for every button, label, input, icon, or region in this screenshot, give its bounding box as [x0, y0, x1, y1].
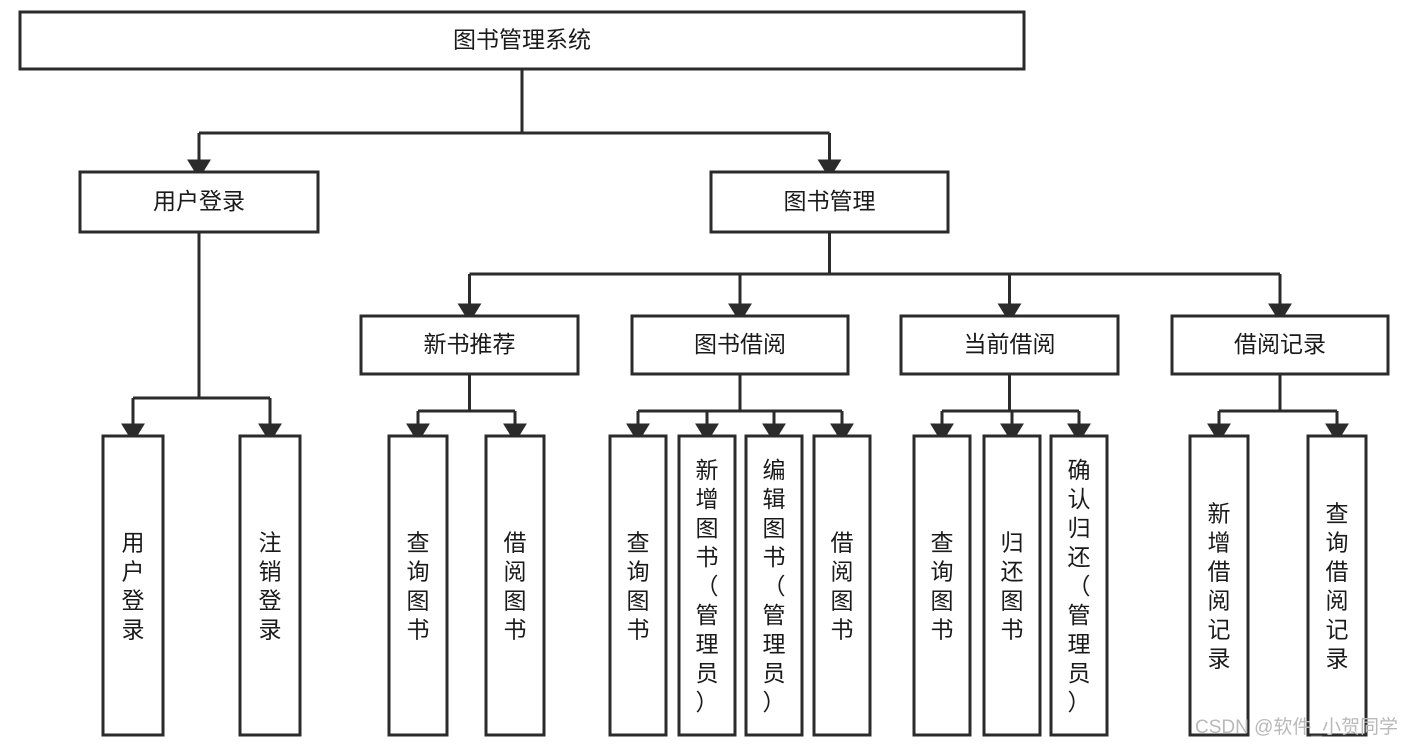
node-box[interactable]: [1306, 434, 1368, 737]
node-box[interactable]: [608, 434, 668, 737]
node-label: 归还图书: [1001, 530, 1024, 643]
node-box[interactable]: [1188, 434, 1250, 737]
node-leaf-2[interactable]: 查询图书: [387, 434, 449, 737]
csdn-watermark: CSDN @软件_小贺同学: [1195, 716, 1398, 738]
node-box[interactable]: [1049, 434, 1109, 737]
node-label: 查询图书: [931, 530, 954, 643]
node-root-0[interactable]: 图书管理系统: [18, 10, 1026, 71]
node-box[interactable]: [630, 314, 850, 376]
node-label: 编辑图书（管理员）: [763, 457, 786, 715]
node-label: 注销登录: [259, 530, 282, 643]
node-box[interactable]: [101, 434, 165, 737]
node-label: 新书推荐: [424, 331, 516, 357]
node-label: 查询图书: [407, 530, 430, 643]
node-l3-1[interactable]: 图书借阅: [630, 314, 850, 376]
node-box[interactable]: [1170, 314, 1390, 376]
node-box[interactable]: [359, 314, 580, 376]
node-box[interactable]: [387, 434, 449, 737]
node-leaf-3[interactable]: 借阅图书: [484, 434, 546, 737]
node-leaf-7[interactable]: 借阅图书: [812, 434, 872, 737]
node-label: 图书借阅: [694, 331, 786, 357]
node-label: 用户登录: [122, 530, 145, 643]
node-label: 查询图书: [627, 530, 650, 643]
node-l3-3[interactable]: 借阅记录: [1170, 314, 1390, 376]
node-leaf-4[interactable]: 查询图书: [608, 434, 668, 737]
node-leaf-9[interactable]: 归还图书: [982, 434, 1042, 737]
node-label: 当前借阅: [964, 331, 1056, 357]
node-l2-0[interactable]: 用户登录: [78, 170, 320, 234]
node-leaf-5[interactable]: 新增图书（管理员）: [677, 434, 737, 737]
node-box[interactable]: [18, 10, 1026, 71]
node-label: 用户登录: [153, 188, 245, 214]
node-box[interactable]: [744, 434, 804, 737]
node-box[interactable]: [982, 434, 1042, 737]
node-l2-1[interactable]: 图书管理: [709, 170, 950, 234]
node-box[interactable]: [484, 434, 546, 737]
node-box[interactable]: [677, 434, 737, 737]
node-leaf-10[interactable]: 确认归还（管理员）: [1049, 434, 1109, 737]
node-label: 图书管理系统: [453, 27, 591, 53]
node-box[interactable]: [709, 170, 950, 234]
node-l3-0[interactable]: 新书推荐: [359, 314, 580, 376]
connector-lines: [121, 69, 1349, 443]
node-box[interactable]: [812, 434, 872, 737]
node-box[interactable]: [78, 170, 320, 234]
node-l3-2[interactable]: 当前借阅: [899, 314, 1120, 376]
node-label: 确认归还（管理员）: [1068, 457, 1091, 715]
node-box[interactable]: [912, 434, 972, 737]
node-label: 新增图书（管理员）: [696, 457, 719, 715]
node-box[interactable]: [238, 434, 302, 737]
node-leaf-11[interactable]: 新增借阅记录: [1188, 434, 1250, 737]
node-label: 新增借阅记录: [1208, 501, 1231, 672]
node-leaf-0[interactable]: 用户登录: [101, 434, 165, 737]
node-label: 图书管理: [784, 188, 876, 214]
node-label: 查询借阅记录: [1326, 501, 1349, 672]
node-leaf-1[interactable]: 注销登录: [238, 434, 302, 737]
node-leaf-12[interactable]: 查询借阅记录: [1306, 434, 1368, 737]
node-leaf-8[interactable]: 查询图书: [912, 434, 972, 737]
node-label: 借阅记录: [1234, 331, 1326, 357]
node-label: 借阅图书: [831, 530, 854, 643]
node-boxes: 图书管理系统用户登录图书管理新书推荐图书借阅当前借阅借阅记录用户登录注销登录查询…: [18, 10, 1390, 737]
node-box[interactable]: [899, 314, 1120, 376]
node-leaf-6[interactable]: 编辑图书（管理员）: [744, 434, 804, 737]
node-label: 借阅图书: [504, 530, 527, 643]
